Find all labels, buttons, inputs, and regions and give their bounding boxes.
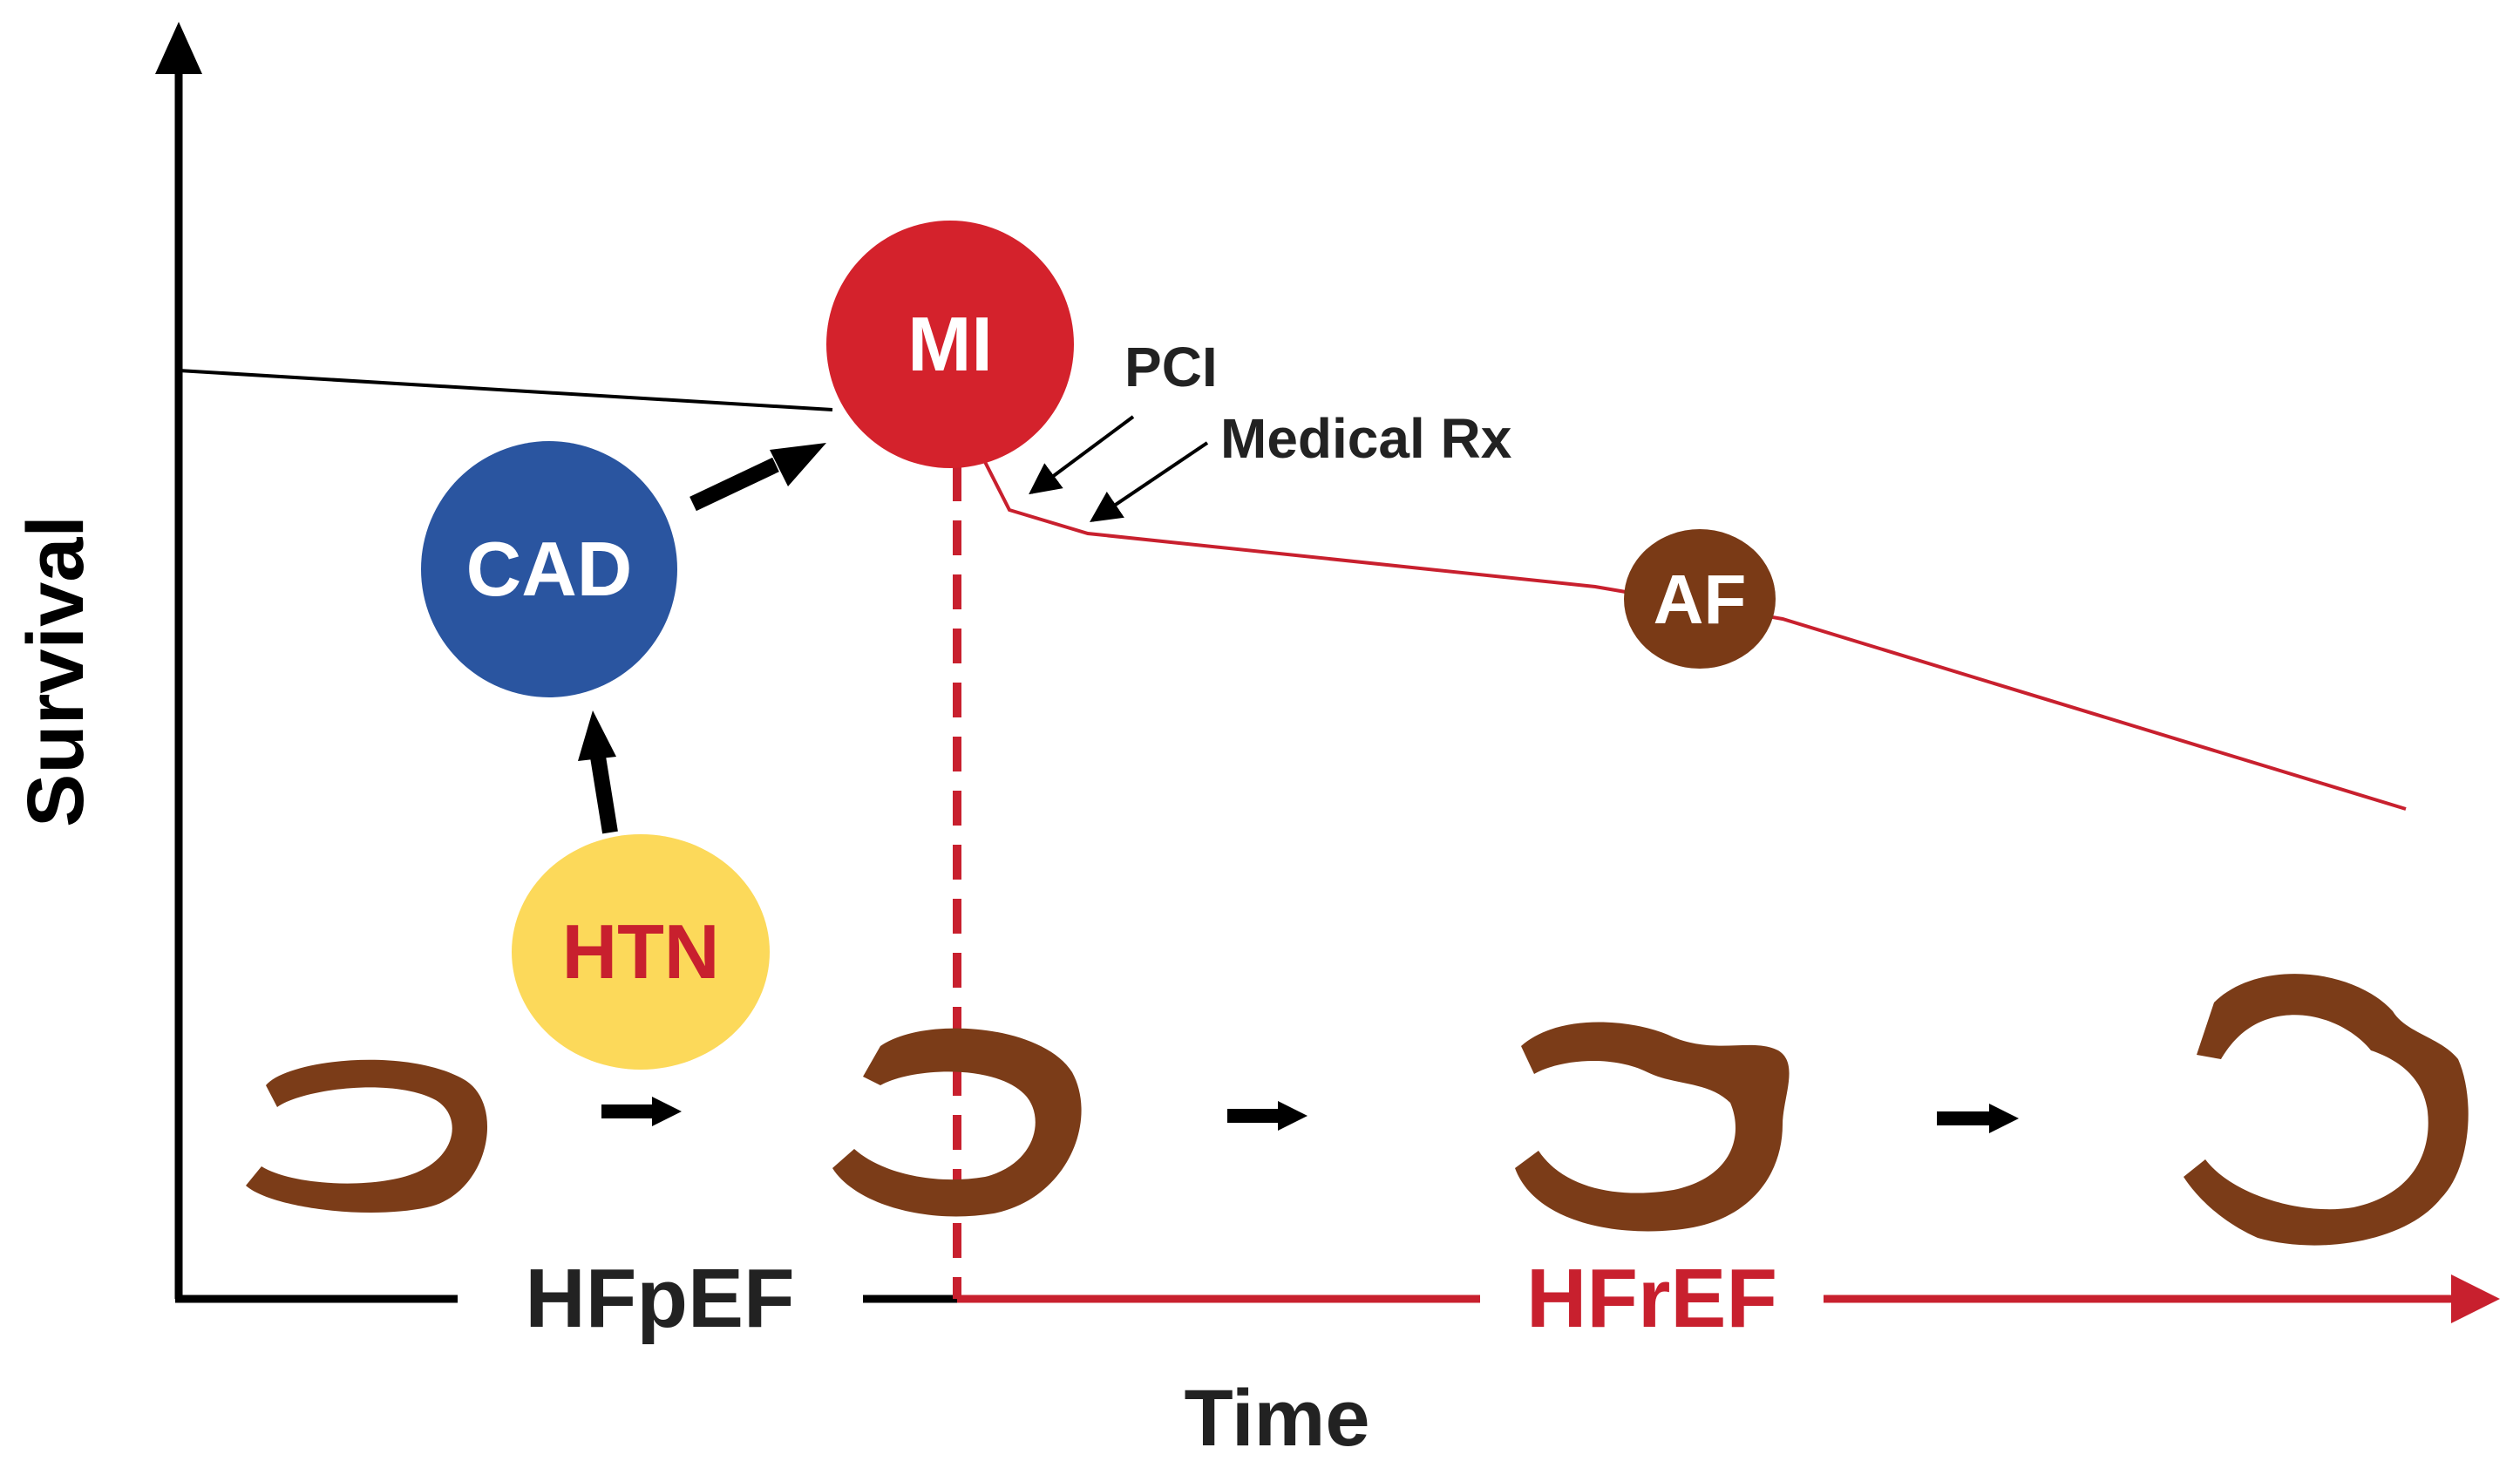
node-htn-label: HTN xyxy=(562,908,720,995)
y-axis-arrowhead xyxy=(155,22,202,74)
node-cad: CAD xyxy=(421,441,677,697)
x-axis-arrowhead xyxy=(2451,1274,2500,1323)
heart-stage-1-icon xyxy=(246,1059,488,1213)
heart-stage-4-icon xyxy=(2184,974,2469,1246)
phase-label-hfpef: HFpEF xyxy=(525,1252,794,1345)
x-axis-label: Time xyxy=(1184,1374,1369,1463)
arrow-pci xyxy=(1029,415,1135,495)
arrow-stage-2-to-3 xyxy=(1227,1101,1308,1131)
arrow-stage-1-to-2 xyxy=(601,1097,682,1126)
label-medical-rx: Medical Rx xyxy=(1220,407,1512,470)
node-mi: MI xyxy=(826,221,1074,468)
arrow-medical-rx xyxy=(1090,441,1209,523)
node-mi-label: MI xyxy=(907,301,993,387)
arrow-cad-to-mi xyxy=(689,443,826,512)
arrow-stage-3-to-4 xyxy=(1937,1104,2019,1133)
label-pci: PCI xyxy=(1124,336,1218,398)
y-axis-label: Survival xyxy=(11,515,100,827)
node-af: AF xyxy=(1624,529,1776,669)
x-axis-red xyxy=(957,1274,2500,1323)
y-axis xyxy=(155,22,202,1299)
survival-curve-post-mi xyxy=(979,452,2407,811)
survival-curve-pre-mi xyxy=(178,369,833,411)
arrow-htn-to-cad xyxy=(578,710,618,834)
heart-stage-3-icon xyxy=(1515,1022,1790,1232)
phase-label-hfref: HFrEF xyxy=(1526,1252,1777,1345)
node-cad-label: CAD xyxy=(466,526,633,612)
node-af-label: AF xyxy=(1654,561,1747,638)
heart-stage-2-icon xyxy=(832,1028,1082,1217)
node-htn: HTN xyxy=(512,834,770,1070)
